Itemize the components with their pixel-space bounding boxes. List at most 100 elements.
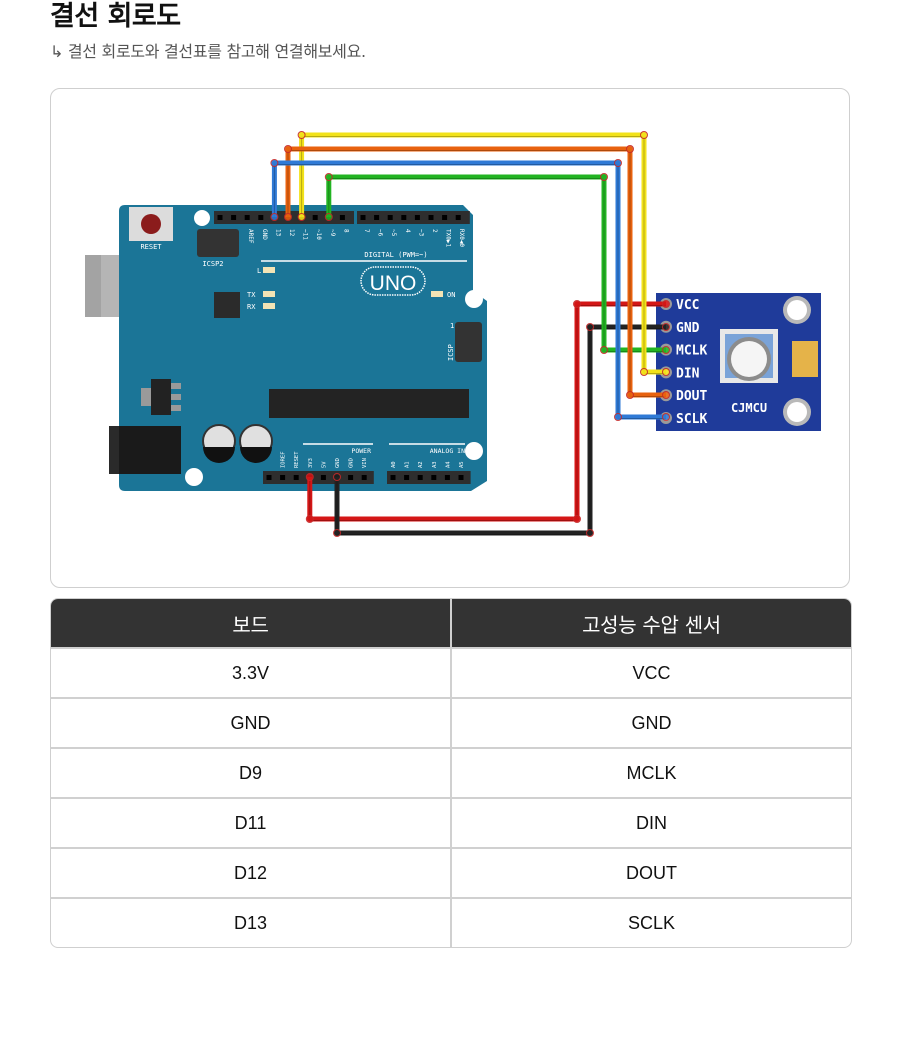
cell-board-pin: 3.3V xyxy=(231,662,270,683)
microcontroller-chip xyxy=(269,389,469,418)
wire-3v3-to-vcc xyxy=(305,300,670,523)
wire-joint xyxy=(333,529,341,537)
voltage-regulator xyxy=(141,379,181,415)
icsp-label: ICSP xyxy=(447,344,455,361)
pin-label: A4 xyxy=(445,461,451,468)
icsp2-header xyxy=(197,229,239,257)
wiring-table: 보드 고성능 수압 센서 3.3V VCC GND GND D9 MCLK D1… xyxy=(50,598,852,948)
header-pin xyxy=(455,215,461,220)
table-row: D12 DOUT xyxy=(51,847,851,897)
wire-joint xyxy=(586,529,594,537)
pin-label: 5V xyxy=(321,461,327,468)
pin-label: AREF xyxy=(247,229,254,244)
header-pin xyxy=(217,215,223,220)
pin-label: VIN xyxy=(362,458,368,468)
wire-d13-to-sclk xyxy=(270,159,670,421)
led-label-on: ON xyxy=(447,291,455,299)
mounting-hole xyxy=(194,210,210,226)
header-pin xyxy=(442,215,448,220)
column-header-board: 보드 xyxy=(232,612,269,637)
column-header-sensor: 고성능 수압 센서 xyxy=(450,599,851,647)
capacitor xyxy=(202,424,236,463)
pin-label: 12 xyxy=(288,229,295,237)
header-pin xyxy=(360,215,366,220)
pin-label: 7 xyxy=(363,229,370,233)
header-pin xyxy=(387,215,393,220)
cell-board-pin: GND xyxy=(230,712,271,733)
reset-label: RESET xyxy=(140,243,162,251)
wire-joint xyxy=(662,368,670,376)
sensor-pin-label: MCLK xyxy=(676,344,707,359)
sensor-pin-label: DIN xyxy=(676,366,700,381)
sensor-pin-label: SCLK xyxy=(676,412,707,427)
cell-sensor-pin: SCLK xyxy=(450,899,851,947)
wire-joint xyxy=(305,473,314,481)
icsp-header xyxy=(455,322,482,362)
wire-joint xyxy=(297,131,306,139)
header-pin xyxy=(390,475,396,480)
pin-label: 8 xyxy=(342,229,349,233)
led-l xyxy=(263,267,275,273)
icsp-pin1-label: 1 xyxy=(450,322,454,330)
wire-gnd-to-gnd xyxy=(333,323,670,537)
led-label-tx: TX xyxy=(247,291,256,299)
led-tx xyxy=(263,291,275,297)
cell-sensor-pin: MCLK xyxy=(450,749,851,797)
wire-joint xyxy=(662,391,670,399)
table-row: GND GND xyxy=(51,697,851,747)
tantalum-capacitor xyxy=(792,341,818,377)
wire-joint xyxy=(614,159,622,167)
pin-label: IOREF xyxy=(281,451,287,468)
usb-chip xyxy=(214,292,240,318)
pin-label: GND xyxy=(335,458,341,468)
pin-label: TX0▶1 xyxy=(445,229,452,247)
mounting-hole xyxy=(465,290,483,308)
mounting-hole xyxy=(185,468,203,486)
header-pin xyxy=(266,475,272,480)
dc-jack xyxy=(109,426,181,474)
pin-label: A0 xyxy=(391,461,397,468)
pin-label: ~10 xyxy=(315,229,322,240)
table-row: D9 MCLK xyxy=(51,747,851,797)
pin-label: RESET xyxy=(294,451,300,468)
arduino-board xyxy=(119,205,487,491)
header-pin xyxy=(428,215,434,220)
analog-label: ANALOG IN xyxy=(430,447,465,455)
table-row: D13 SCLK xyxy=(51,897,851,947)
pin-label: A2 xyxy=(418,461,424,468)
wire-joint xyxy=(270,159,279,167)
header-pin xyxy=(293,475,299,480)
pin-label: RX0◀0 xyxy=(458,229,465,247)
cell-sensor-pin: GND xyxy=(450,699,851,747)
pin-label: A5 xyxy=(459,461,465,468)
wire-joint xyxy=(600,346,608,354)
wire-joint xyxy=(614,413,622,421)
wire-joint xyxy=(626,145,634,153)
pin-label: 4 xyxy=(404,229,411,233)
cell-sensor-pin: DIN xyxy=(450,799,851,847)
pin-label: A3 xyxy=(432,461,438,468)
header-pin xyxy=(361,475,367,480)
wire-joint xyxy=(305,515,314,523)
reset-button xyxy=(129,207,173,241)
pin-label: ~9 xyxy=(329,229,336,237)
page-title: 결선 회로도 xyxy=(50,1,181,32)
led-on xyxy=(431,291,443,297)
wire-d12-to-dout xyxy=(284,145,670,399)
header-pin xyxy=(401,215,407,220)
pin-label: ~6 xyxy=(377,229,384,237)
header-pin xyxy=(417,475,423,480)
sensor-pin-label: GND xyxy=(676,321,700,336)
pin-label: GND xyxy=(261,229,268,240)
pin-label: A1 xyxy=(405,461,411,468)
uno-logo-ring xyxy=(360,266,426,296)
cell-board-pin: D13 xyxy=(233,912,268,933)
header-pin xyxy=(431,475,437,480)
header-pin xyxy=(404,475,410,480)
wire-joint xyxy=(573,515,581,523)
wire-joint xyxy=(297,213,306,221)
header-pin xyxy=(320,475,326,480)
